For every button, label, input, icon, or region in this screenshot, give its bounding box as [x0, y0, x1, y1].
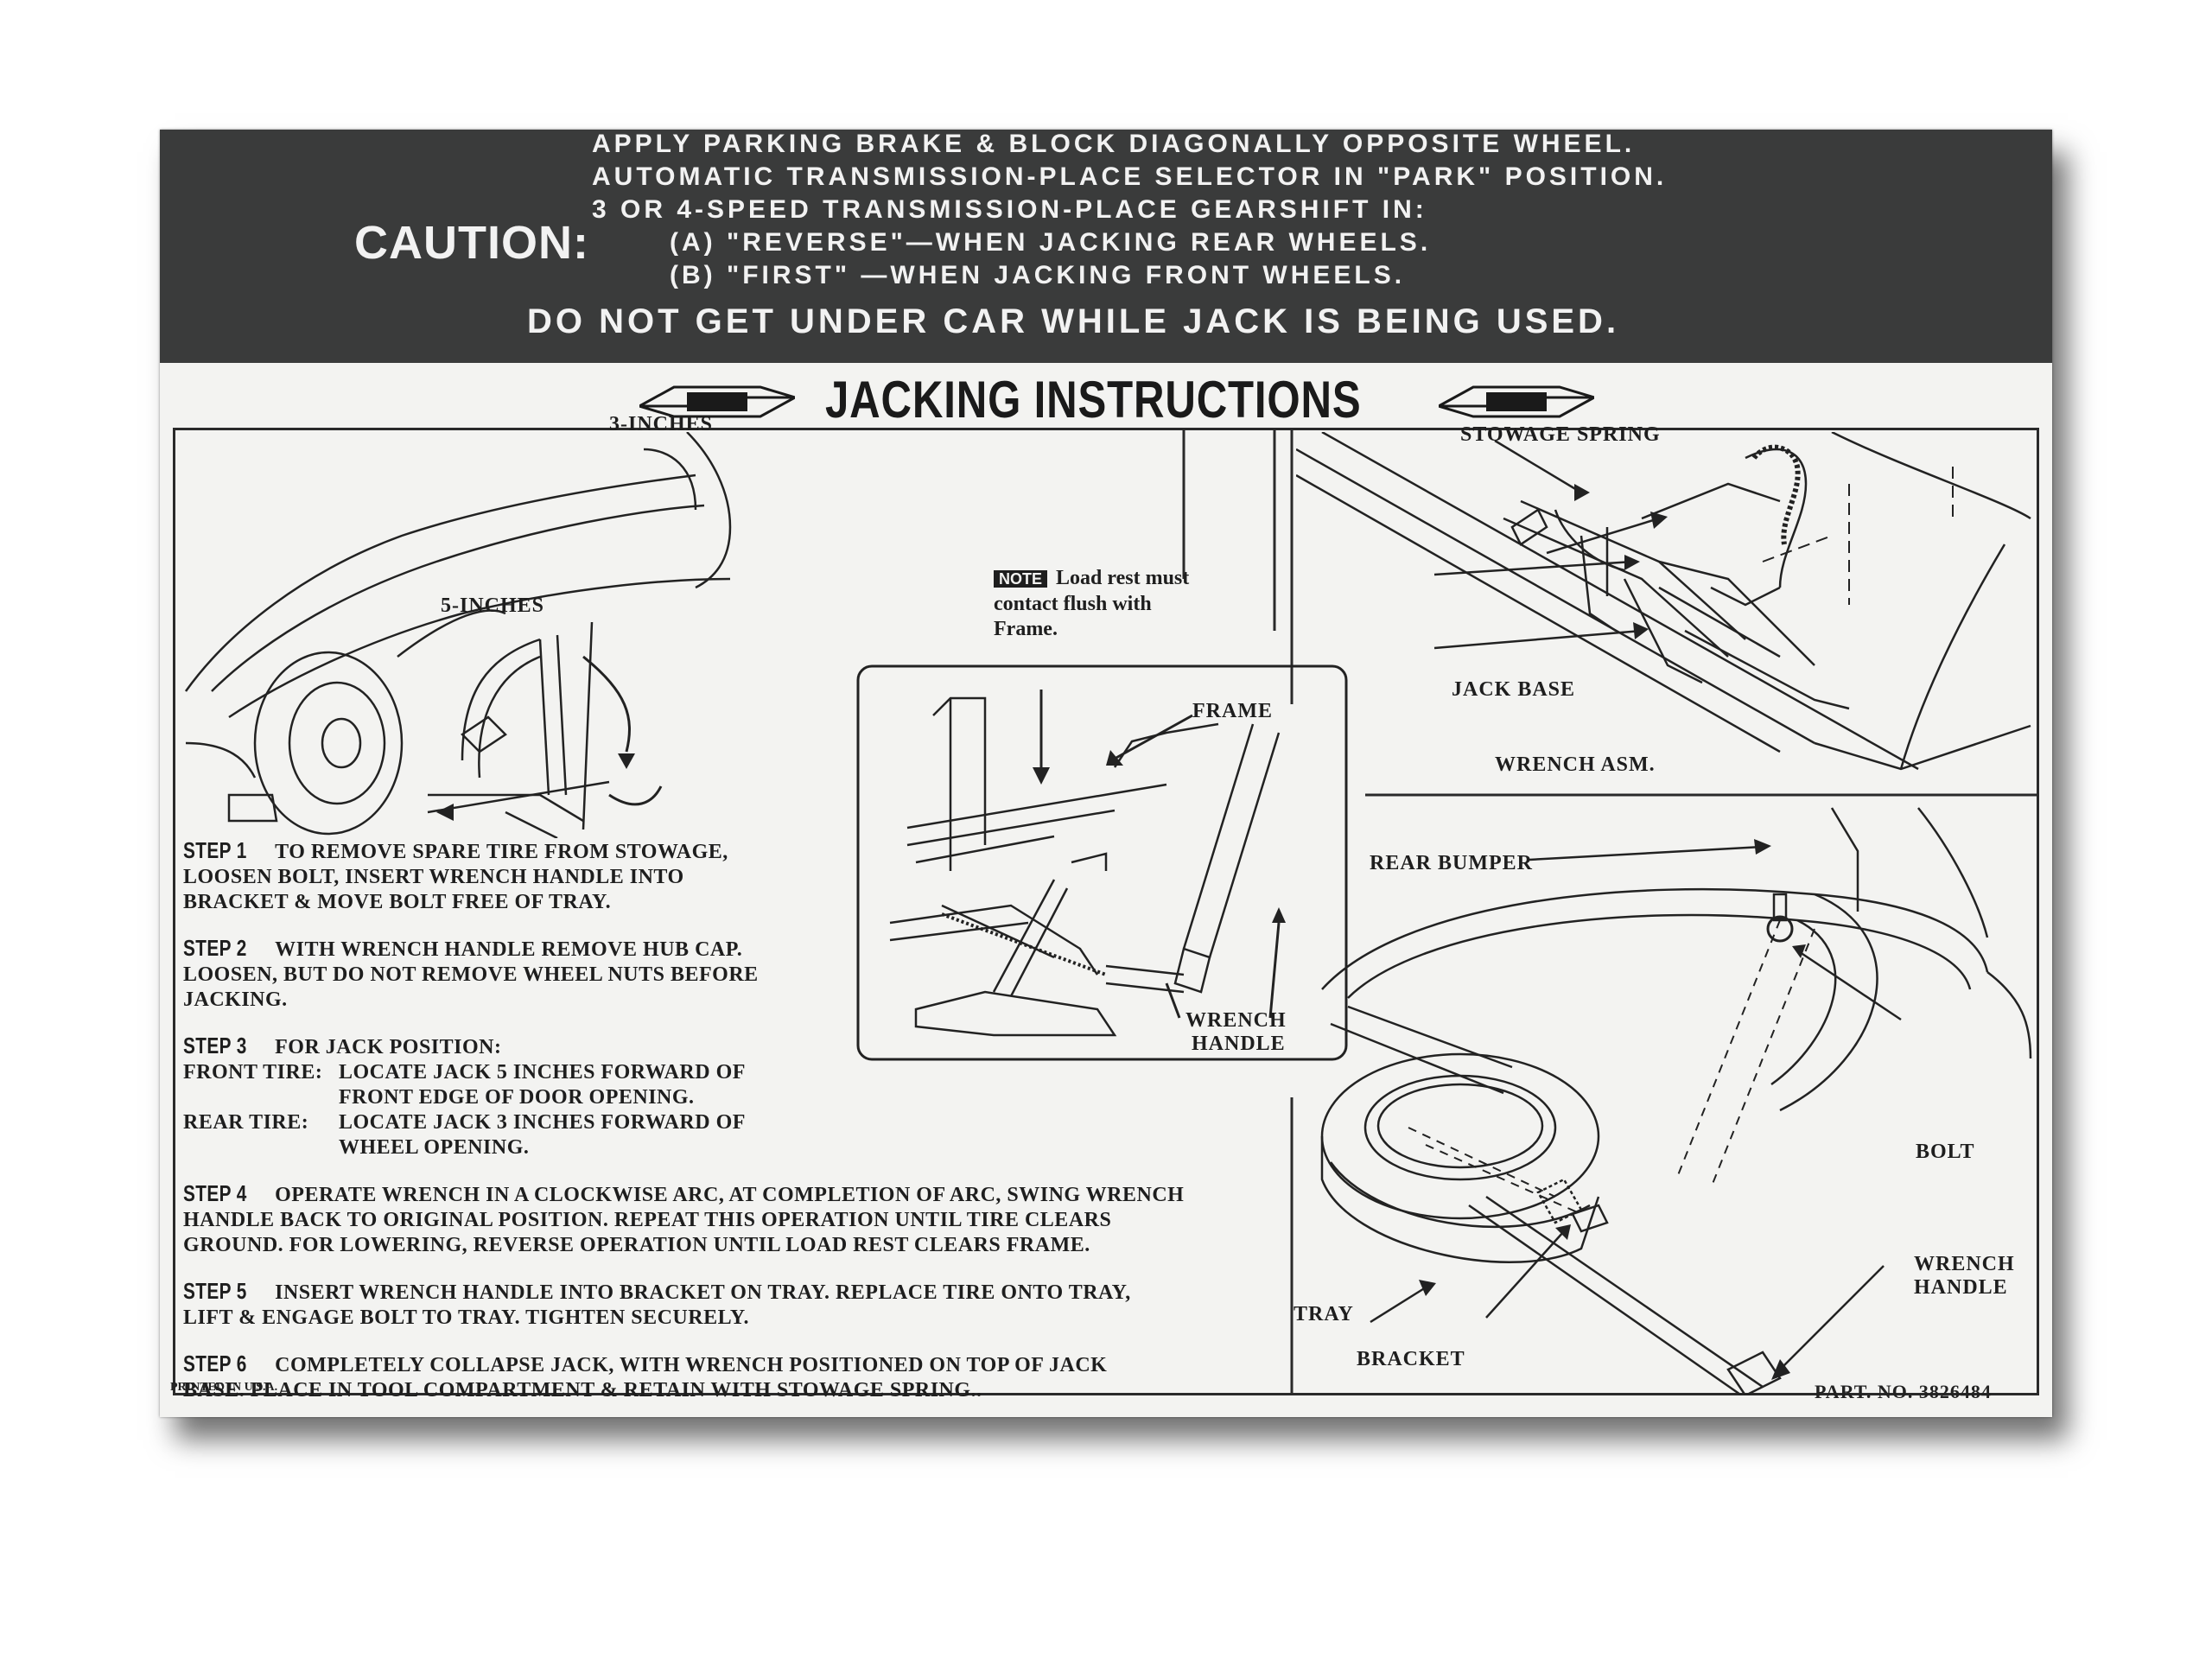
label-3-inches: 3-INCHES — [609, 413, 714, 435]
caution-line-2: AUTOMATIC TRANSMISSION-PLACE SELECTOR IN… — [592, 162, 1668, 191]
label-wrench-handle-center: WRENCH HANDLE — [1185, 1009, 1287, 1055]
printed-in-usa: PRINTED IN U.S.A. — [170, 1381, 278, 1394]
caution-line-5: (B) "FIRST" —WHEN JACKING FRONT WHEELS. — [670, 261, 1406, 289]
label-5-inches: 5-INCHES — [441, 594, 545, 617]
note-line-2: contact flush with — [994, 593, 1152, 615]
jack-stowage-diagram — [1296, 432, 2031, 771]
label-wrench-asm: WRENCH ASM. — [1495, 753, 1656, 776]
label-tray: TRAY — [1294, 1303, 1354, 1325]
caution-line-4: (A) "REVERSE"—WHEN JACKING REAR WHEELS. — [670, 228, 1432, 257]
jack-detail-diagram — [856, 664, 1348, 1061]
panel-dividers — [1182, 428, 2039, 1395]
spare-tire-stowage-diagram — [1320, 807, 2032, 1395]
label-frame: FRAME — [1192, 700, 1273, 722]
note-line-1: Load rest must — [1056, 567, 1190, 589]
page-title: JACKING INSTRUCTIONS — [825, 371, 1362, 429]
bowtie-logo-icon — [1439, 385, 1594, 418]
caution-label: CAUTION: — [354, 217, 589, 269]
jacking-instructions-decal: CAUTION: APPLY PARKING BRAKE & BLOCK DIA… — [160, 130, 2052, 1417]
note-line-3: Frame. — [994, 618, 1058, 640]
note-box: NOTE Load rest must contact flush with Fr… — [994, 566, 1189, 642]
label-wrench-handle-right: WRENCH HANDLE — [1914, 1253, 2015, 1299]
note-tag: NOTE — [994, 570, 1048, 588]
label-bolt: BOLT — [1916, 1141, 1975, 1163]
caution-warning: DO NOT GET UNDER CAR WHILE JACK IS BEING… — [527, 302, 1620, 340]
caution-band: CAUTION: APPLY PARKING BRAKE & BLOCK DIA… — [160, 130, 2052, 363]
bowtie-logo-icon — [639, 385, 795, 418]
part-number: PART. NO. 3826484 — [1815, 1381, 1992, 1402]
caution-line-1: APPLY PARKING BRAKE & BLOCK DIAGONALLY O… — [592, 130, 1636, 158]
car-front-jack-diagram — [184, 432, 732, 838]
title-row: JACKING INSTRUCTIONS — [160, 363, 2052, 432]
label-bracket: BRACKET — [1357, 1348, 1465, 1370]
label-jack-base: JACK BASE — [1452, 678, 1576, 701]
label-stowage-spring: STOWAGE SPRING — [1460, 423, 1661, 446]
label-rear-bumper: REAR BUMPER — [1370, 852, 1533, 874]
diagram-frame — [173, 428, 2039, 1395]
caution-line-3: 3 OR 4-SPEED TRANSMISSION-PLACE GEARSHIF… — [592, 195, 1427, 224]
